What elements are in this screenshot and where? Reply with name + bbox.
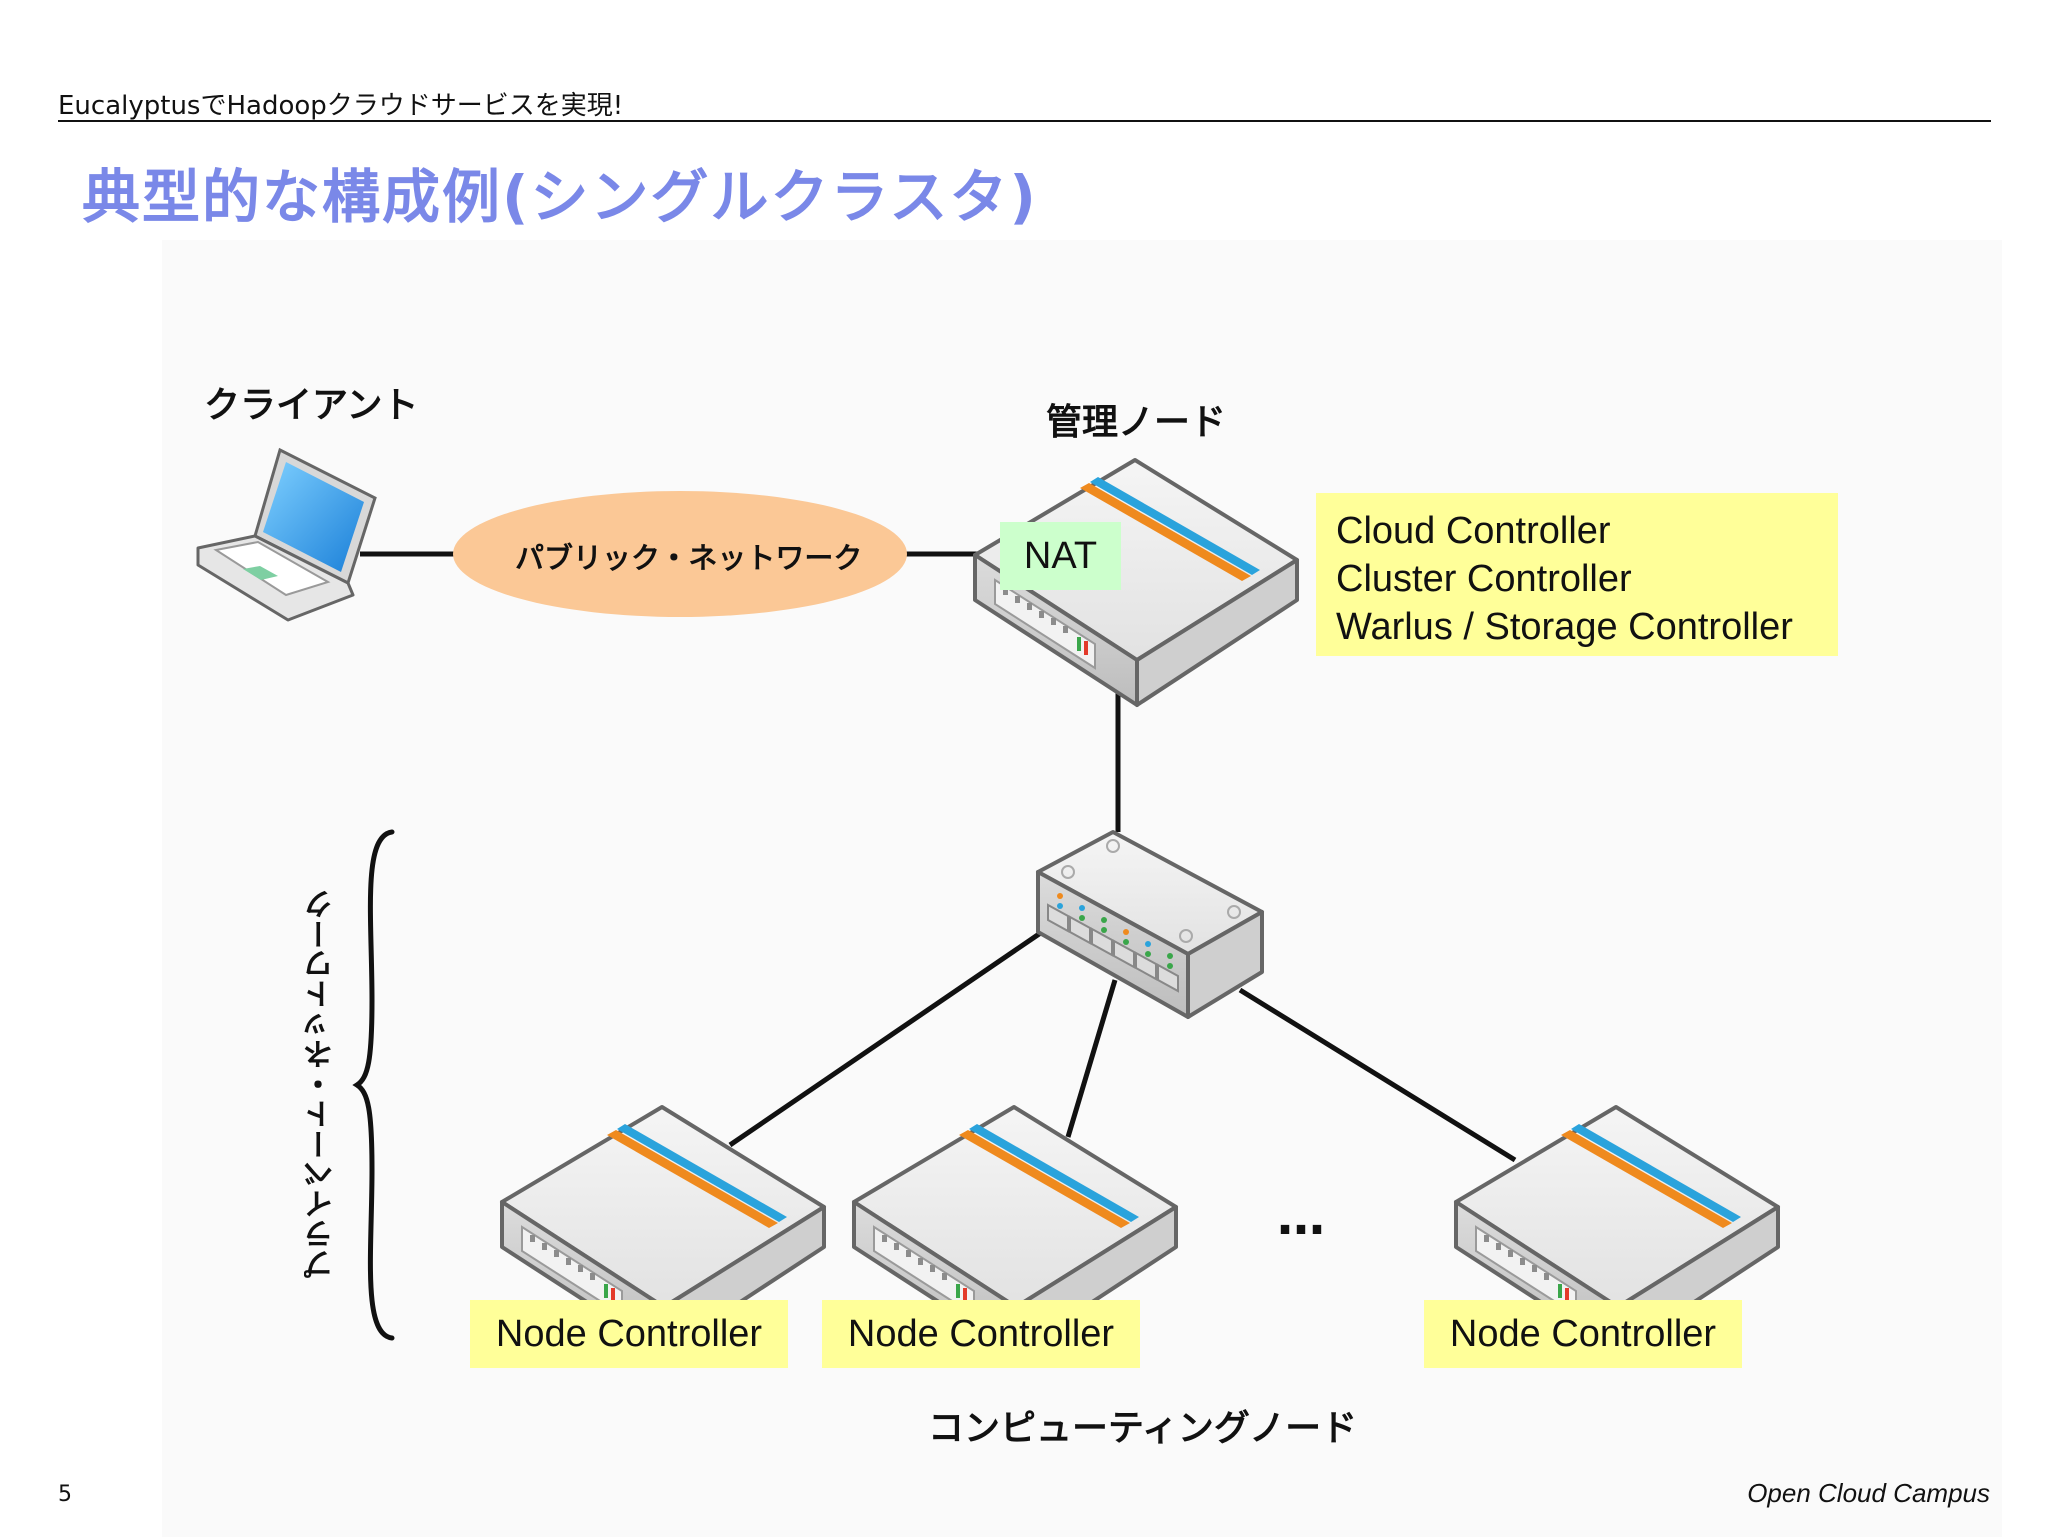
- controller-item: Cloud Controller: [1336, 510, 1611, 552]
- slide-header-subtitle: EucalyptusでHadoopクラウドサービスを実現!: [58, 91, 624, 121]
- node-controller-label: Node Controller: [822, 1300, 1140, 1368]
- controller-list: Cloud Controller Cluster Controller Warl…: [1316, 493, 1838, 656]
- computing-nodes-label: コンピューティングノード: [928, 1408, 1358, 1449]
- network-switch-icon: [1036, 830, 1264, 1019]
- client-label: クライアント: [204, 385, 419, 426]
- node-controller-label: Node Controller: [470, 1300, 788, 1368]
- more-nodes-ellipsis: …: [1277, 1190, 1329, 1246]
- link-switch-node2: [1065, 979, 1118, 1138]
- link-switch-node1: [728, 929, 1044, 1148]
- node-controller-label: Node Controller: [1424, 1300, 1742, 1368]
- link-switch-node3: [1238, 987, 1517, 1163]
- nat-label: NAT: [1000, 522, 1121, 590]
- controller-item: Cluster Controller: [1336, 558, 1632, 600]
- private-network-brace: [352, 829, 395, 1341]
- slide-title: 典型的な構成例(シングルクラスタ): [82, 163, 1038, 231]
- laptop-icon: [196, 447, 377, 622]
- controller-item: Warlus / Storage Controller: [1336, 606, 1793, 648]
- public-network-ellipse: [453, 491, 907, 617]
- management-node-label: 管理ノード: [1046, 402, 1227, 443]
- footer-brand: Open Cloud Campus: [1747, 1478, 1990, 1508]
- private-network-label: プライベート・ネットワーク: [304, 889, 339, 1279]
- header-divider: [58, 120, 1991, 122]
- page-number: 5: [58, 1482, 72, 1507]
- public-network-label: パブリック・ネットワーク: [515, 541, 863, 575]
